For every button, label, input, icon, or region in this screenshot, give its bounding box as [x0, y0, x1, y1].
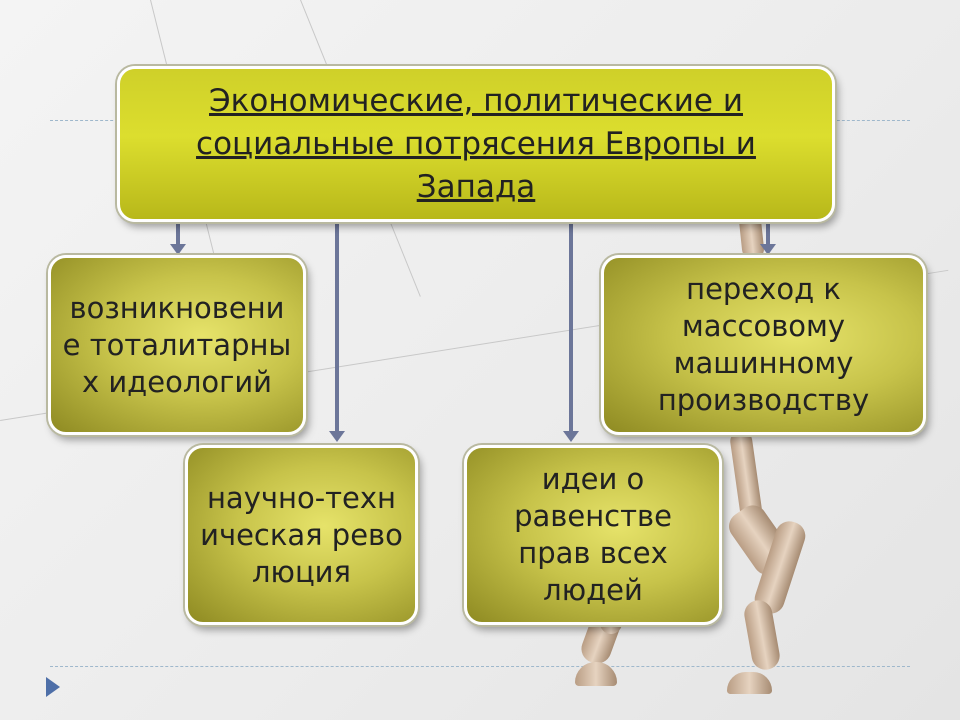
node-mass-production: переход к массовому машинному производст… [601, 255, 926, 435]
diagram-title: Экономические, политические и социальные… [196, 82, 756, 205]
bottom-dashed-divider [50, 666, 910, 667]
node-label: идеи о равенстве прав всех людей [514, 462, 672, 607]
node-revolution: научно-техническая революция [185, 445, 418, 625]
triangle-right-icon[interactable] [46, 677, 60, 697]
node-label: научно-техническая революция [200, 480, 403, 589]
node-label: переход к массовому машинному производст… [657, 272, 870, 417]
node-ideologies: возникновение тоталитарных идеологий [48, 255, 306, 435]
node-equality: идеи о равенстве прав всех людей [464, 445, 722, 625]
diagram-title-box: Экономические, политические и социальные… [117, 66, 835, 222]
node-label: возникновение тоталитарных идеологий [62, 290, 292, 399]
